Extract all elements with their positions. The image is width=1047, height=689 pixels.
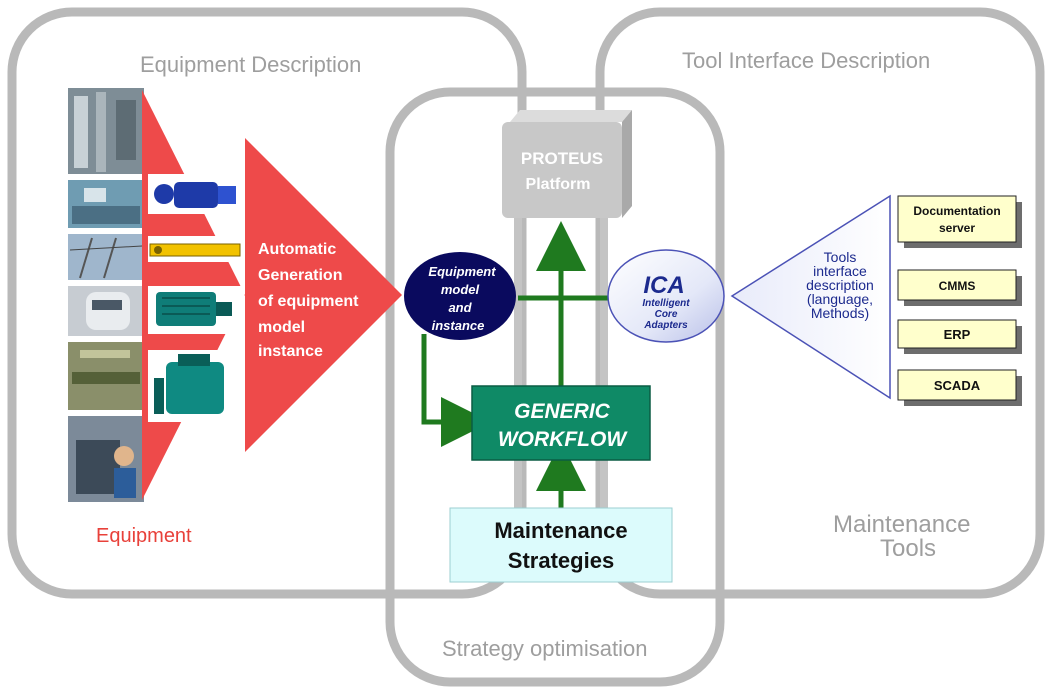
auto-gen-line-4: model bbox=[258, 319, 305, 336]
eq-model-line-4: instance bbox=[432, 318, 485, 333]
auto-gen-line-3: of equipment bbox=[258, 293, 359, 310]
eq-model-line-2: model bbox=[441, 282, 480, 297]
strategies-line-1: Maintenance bbox=[494, 518, 627, 543]
strategies-line-2: Strategies bbox=[508, 548, 614, 573]
green-connectors bbox=[421, 221, 614, 508]
equipment-description-label: Equipment Description bbox=[140, 52, 361, 77]
auto-gen-line-2: Generation bbox=[258, 267, 342, 284]
strategies-up-arrowhead bbox=[549, 456, 573, 476]
generic-workflow-box: GENERIC WORKFLOW bbox=[471, 385, 651, 461]
ica-title: ICA bbox=[643, 272, 684, 299]
automatic-generation-triangle bbox=[245, 138, 402, 452]
cmms-label: CMMS bbox=[939, 279, 976, 293]
automatic-generation-text: Automatic Generation of equipment model … bbox=[258, 241, 359, 360]
tool-cmms: CMMS bbox=[897, 269, 1022, 306]
proteus-subtitle: Platform bbox=[526, 176, 591, 193]
workflow-line-1: GENERIC bbox=[514, 400, 611, 423]
workflow-line-2: WORKFLOW bbox=[498, 428, 628, 451]
ica-sub-2: Core bbox=[655, 309, 678, 320]
maintenance-tools-label-1: Maintenance bbox=[833, 511, 970, 538]
documentation-line-1: Documentation bbox=[913, 204, 1000, 218]
ica-sub-3: Adapters bbox=[643, 320, 688, 331]
maintenance-strategies-box: Maintenance Strategies bbox=[449, 507, 673, 583]
proteus-platform-box: PROTEUS Platform bbox=[502, 110, 632, 218]
documentation-line-2: server bbox=[939, 221, 975, 235]
tools-if-line-4: (language, bbox=[807, 291, 873, 307]
auto-gen-line-1: Automatic bbox=[258, 241, 336, 258]
scada-label: SCADA bbox=[934, 378, 981, 393]
eq-model-line-1: Equipment bbox=[428, 264, 496, 279]
tool-scada: SCADA bbox=[897, 369, 1022, 406]
tools-if-line-1: Tools bbox=[824, 249, 857, 265]
erp-label: ERP bbox=[944, 327, 971, 342]
auto-gen-line-5: instance bbox=[258, 343, 323, 360]
proteus-up-arrowhead bbox=[549, 236, 573, 258]
strategy-optimisation-label: Strategy optimisation bbox=[442, 636, 647, 661]
compressor-illustration bbox=[148, 350, 242, 422]
proteus-pillar-right bbox=[600, 200, 608, 510]
conveyor-illustration bbox=[148, 236, 242, 262]
tools-if-line-3: description bbox=[806, 277, 874, 293]
tool-interface-label: Tool Interface Description bbox=[682, 48, 930, 73]
tools-if-line-2: interface bbox=[813, 263, 867, 279]
ica-sub-1: Intelligent bbox=[642, 298, 690, 309]
tool-documentation-server: Documentation server bbox=[897, 195, 1022, 248]
maintenance-tools-label-2: Tools bbox=[880, 535, 936, 562]
equipment-model-node: Equipment model and instance bbox=[404, 252, 516, 340]
proteus-title: PROTEUS bbox=[521, 149, 603, 168]
pump-illustration bbox=[148, 174, 242, 214]
tools-if-line-5: Methods) bbox=[811, 305, 869, 321]
strategy-optimisation-region bbox=[385, 87, 725, 687]
ica-node: ICA Intelligent Core Adapters bbox=[607, 249, 725, 343]
tool-erp: ERP bbox=[897, 319, 1022, 354]
equipment-label: Equipment bbox=[96, 525, 192, 547]
equipment-photo-strip bbox=[68, 88, 144, 502]
eq-model-line-3: and bbox=[448, 300, 472, 315]
tools-interface-triangle: Tools interface description (language, M… bbox=[730, 194, 891, 400]
motor-illustration bbox=[148, 286, 242, 334]
proteus-pillar-left bbox=[514, 200, 522, 510]
